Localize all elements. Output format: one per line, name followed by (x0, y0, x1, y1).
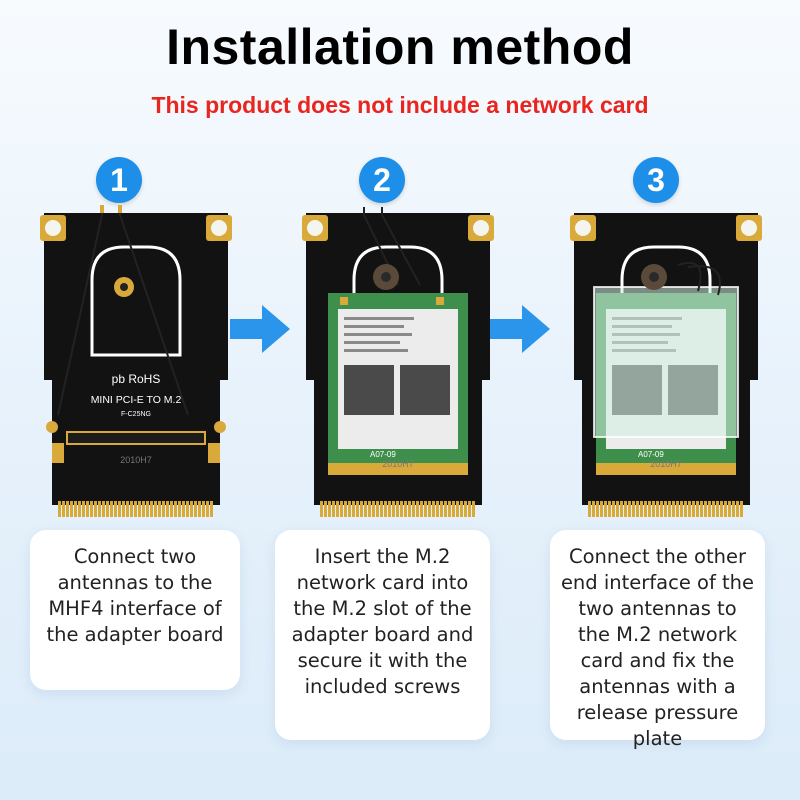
board-serial-label: 2010H7 (382, 459, 414, 469)
page-title: Installation method (166, 19, 634, 75)
step-1-description-box: Connect two antennas to the MHF4 interfa… (30, 530, 240, 690)
gold-contacts (58, 501, 214, 517)
step-2-badge: 2 (359, 157, 405, 203)
step-3-description-box: Connect the other end interface of the t… (550, 530, 765, 750)
step-2-description-box: Insert the M.2 network card into the M.2… (275, 530, 490, 740)
adapter-board-step-2: A07-09 2010H7 (302, 207, 494, 517)
page-subtitle: This product does not include a network … (151, 92, 649, 118)
adapter-board-step-1: pb RoHS MINI PCI-E TO M.2 F-C25NG 2010H7 (40, 205, 232, 517)
board-brand-label: pb RoHS (112, 372, 161, 386)
step-1-badge: 1 (96, 157, 142, 203)
board-model-label: MINI PCI-E TO M.2 (91, 394, 182, 406)
step-3-badge: 3 (633, 157, 679, 203)
right-arrow-icon (490, 305, 550, 353)
step-2-description: Insert the M.2 network card into the M.2… (291, 545, 474, 698)
board-serial-label: 2010H7 (650, 459, 682, 469)
release-pressure-plate (593, 286, 739, 438)
step-3-description: Connect the other end interface of the t… (560, 545, 755, 750)
card-code-label: A07-09 (638, 450, 664, 459)
card-code-label: A07-09 (370, 450, 396, 459)
adapter-board-step-3: A07-09 2010H7 (570, 213, 762, 517)
right-arrow-icon (230, 305, 290, 353)
board-code-label: F-C25NG (121, 411, 151, 418)
step-1-description: Connect two antennas to the MHF4 interfa… (46, 545, 224, 646)
board-serial-label: 2010H7 (120, 455, 152, 465)
